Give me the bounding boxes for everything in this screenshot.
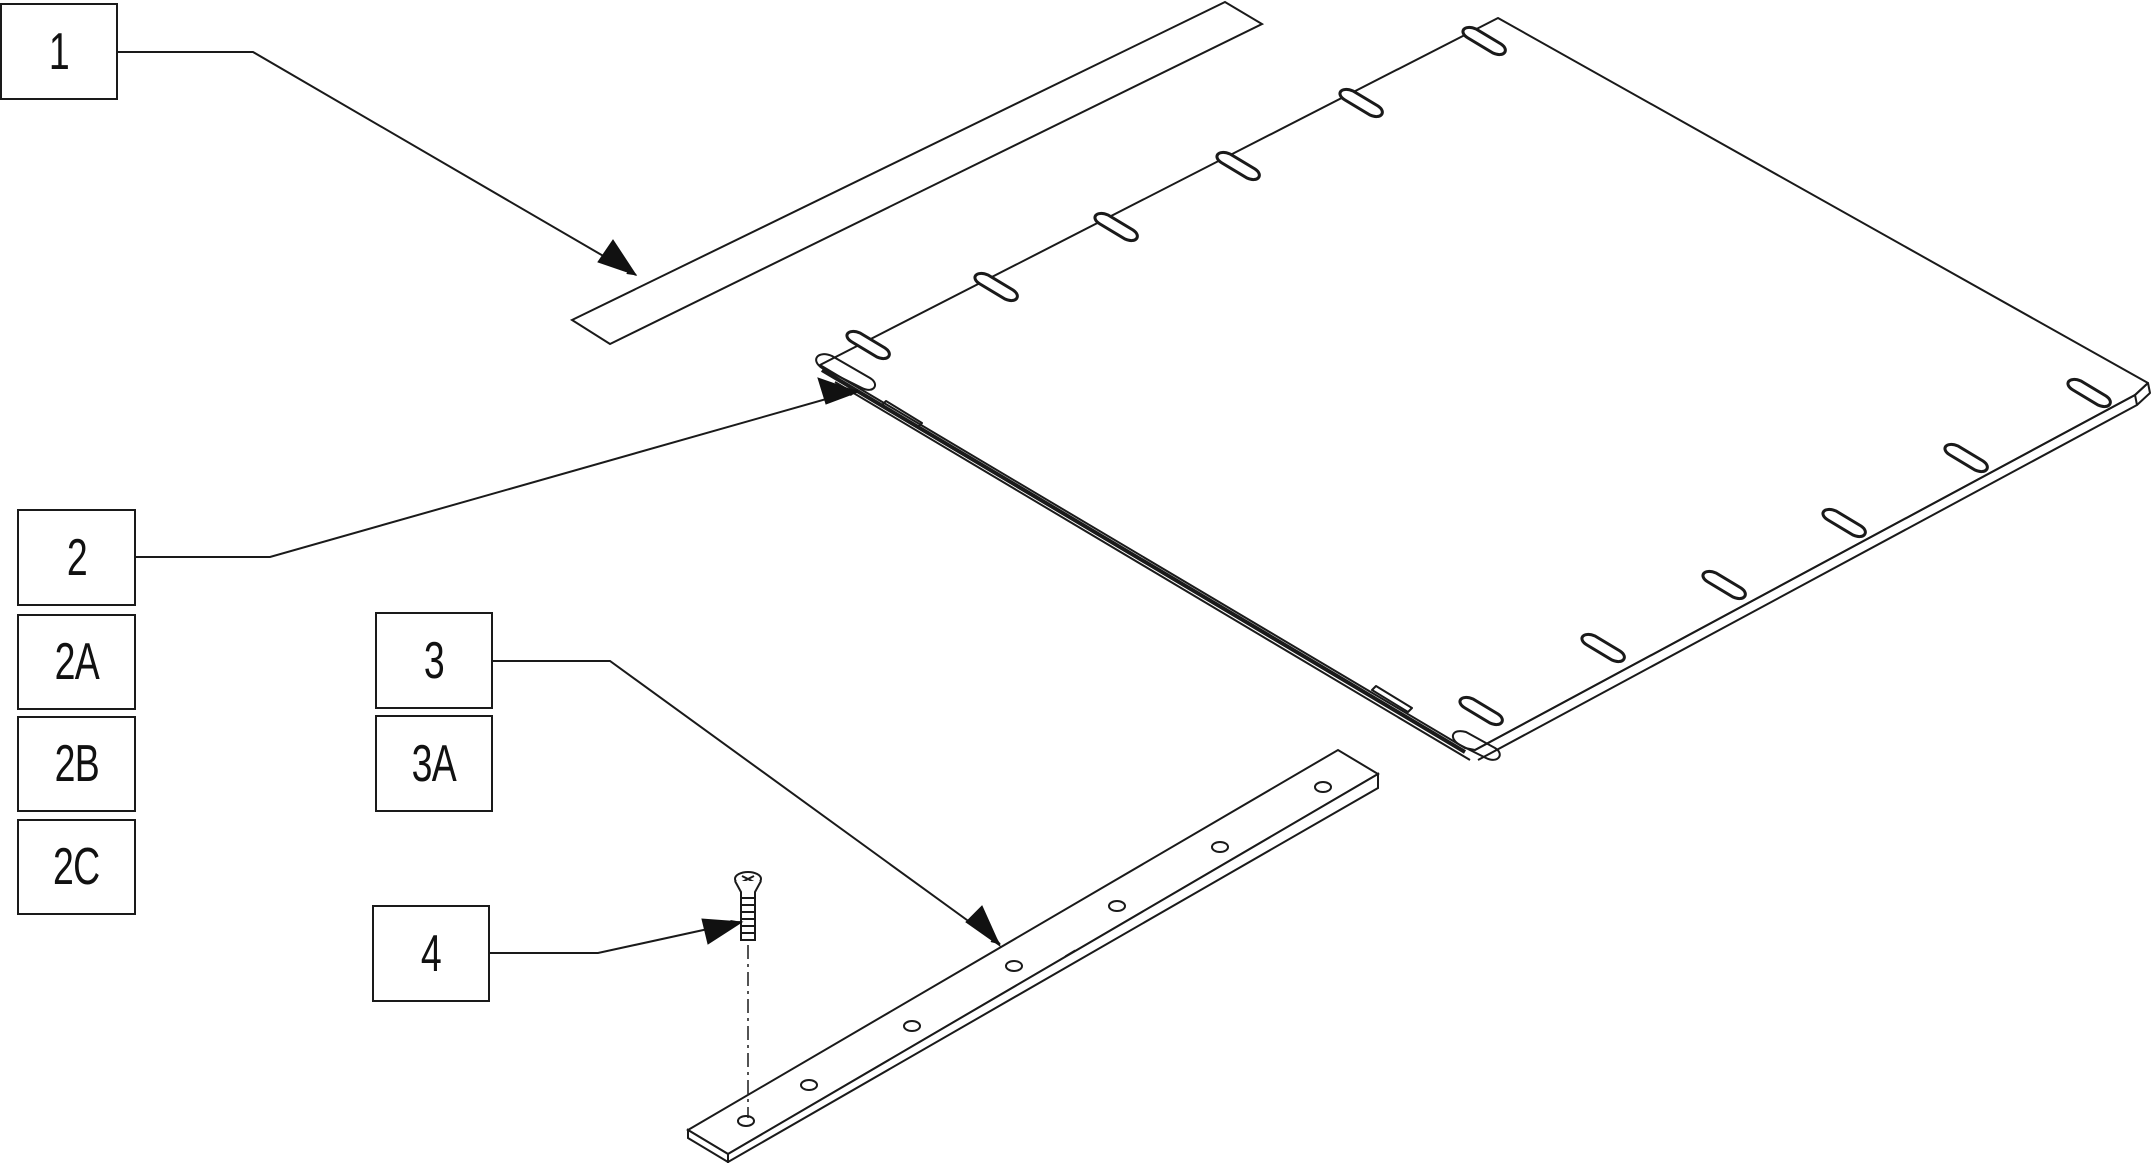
callout-2a-label: 2A [54, 633, 99, 691]
part-1-strip [569, 0, 1265, 346]
callout-3a: 3A [375, 715, 493, 812]
callout-2: 2 [17, 509, 136, 606]
callout-2b-label: 2B [54, 735, 99, 793]
leader-line-1 [118, 51, 637, 276]
callout-4: 4 [372, 905, 490, 1002]
leader-line-3 [492, 660, 1001, 945]
callout-3: 3 [375, 612, 493, 709]
leader-line-4 [490, 920, 741, 954]
leader-lines [118, 51, 1001, 954]
callout-2c: 2C [17, 819, 136, 915]
part-3-holes [737, 781, 1332, 1127]
part-3-mounting-bar [686, 748, 1380, 1163]
part-4-screw [734, 871, 762, 1118]
callout-2a: 2A [17, 614, 136, 710]
callout-3a-label: 3A [411, 734, 457, 793]
leader-line-2 [136, 388, 859, 558]
callout-4-label: 4 [420, 924, 442, 983]
part-2-top-loops [845, 25, 1507, 361]
callout-3-label: 3 [423, 631, 445, 690]
part-2-seat-panel [815, 17, 2151, 761]
callout-1: 1 [0, 3, 118, 100]
part-2-bottom-loops [1458, 377, 2112, 727]
leader-arrowheads [597, 239, 1002, 948]
callout-2-label: 2 [66, 528, 87, 587]
callout-2c-label: 2C [53, 838, 100, 896]
callout-2b: 2B [17, 716, 136, 812]
callout-1-label: 1 [48, 22, 70, 81]
